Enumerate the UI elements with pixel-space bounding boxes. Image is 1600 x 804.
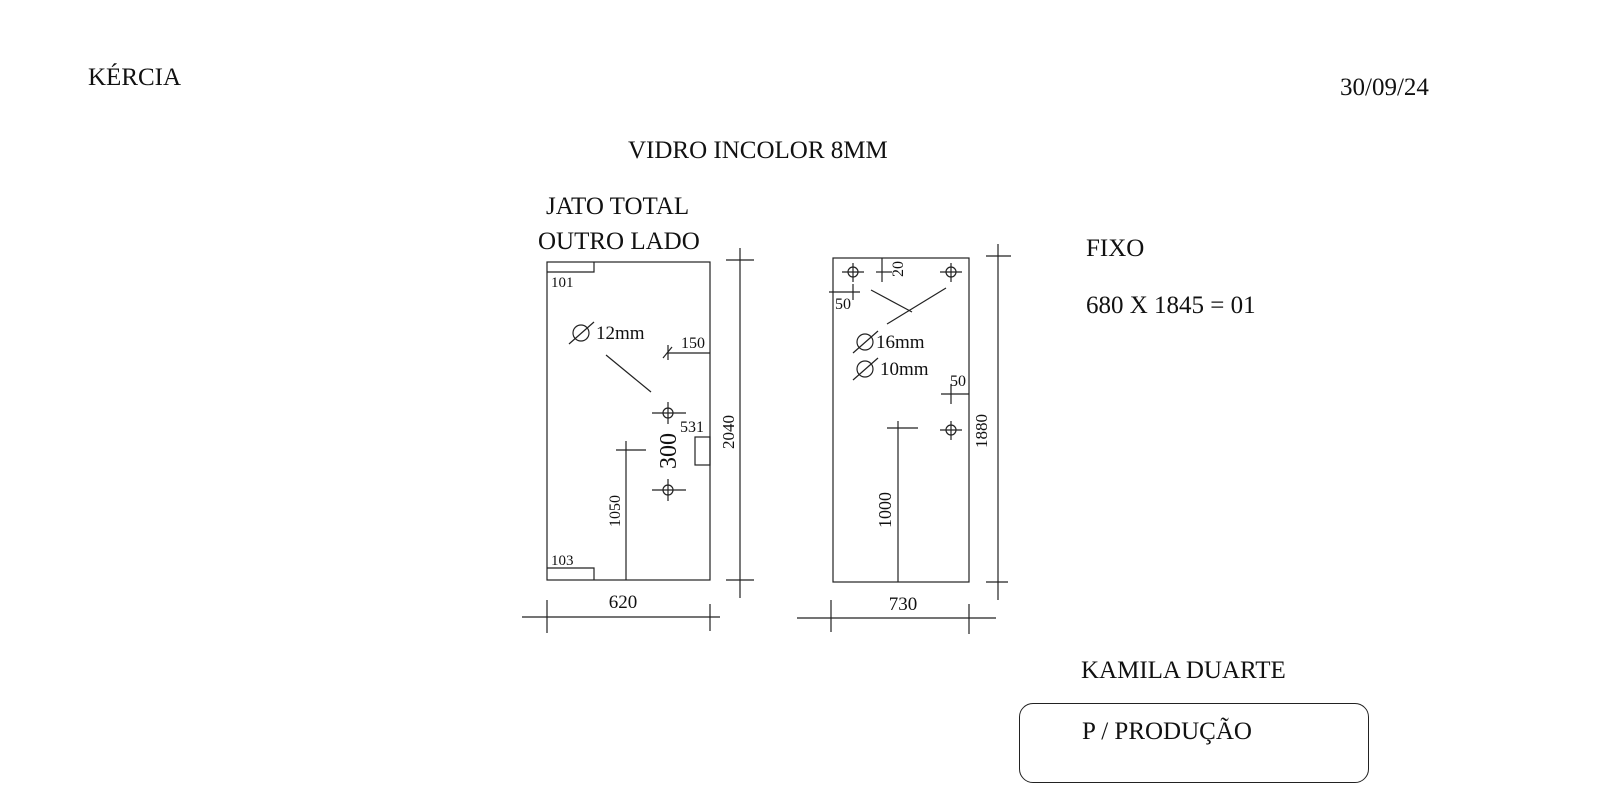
hole-marker (842, 263, 864, 282)
diameter-icon (568, 321, 595, 345)
hinge-bottom-notch (547, 567, 595, 580)
leader-line (870, 289, 913, 313)
fixed-hole-diameter-a: 16mm (876, 332, 925, 353)
hole-marker (940, 263, 962, 282)
leader-line (886, 287, 947, 325)
hinge-top-notch (547, 262, 595, 273)
client-name: KÉRCIA (88, 64, 182, 91)
handle-notch (694, 436, 711, 466)
hinge-top-label: 101 (551, 275, 574, 291)
door-outline (546, 261, 711, 581)
hole-marker (940, 421, 962, 440)
production-stamp: P / PRODUÇÃO (1019, 703, 1369, 783)
fixed-edge-offset: 50 (950, 373, 966, 390)
panel-label: FIXO (1086, 235, 1145, 262)
hinge-bottom-label: 103 (551, 553, 574, 569)
door-height-label: 2040 (719, 415, 738, 449)
date: 30/09/24 (1340, 74, 1429, 101)
finish-line-1: JATO TOTAL (546, 193, 690, 220)
fixed-side-offset: 50 (835, 296, 851, 313)
fixed-panel: 20 50 16mm 10mm 50 1000 (797, 244, 1011, 634)
panel-spec: 680 X 1845 = 01 (1086, 292, 1256, 319)
hole-marker (652, 479, 686, 501)
fixed-top-offset: 20 (890, 261, 907, 277)
fixed-hole-diameter-b: 10mm (880, 359, 929, 380)
fixed-width-label: 730 (889, 594, 918, 615)
fixed-outline (832, 257, 970, 583)
door-width-label: 620 (609, 592, 638, 613)
fixed-mark-height: 1000 (875, 492, 895, 528)
stamp-label: P / PRODUÇÃO (1082, 718, 1252, 745)
door-handle-height: 531 (680, 419, 704, 436)
diameter-icon (852, 330, 879, 354)
door-hole-diameter: 12mm (596, 323, 645, 344)
person-name: KAMILA DUARTE (1081, 657, 1286, 684)
door-panel: 101 103 12mm 150 300 531 (522, 248, 754, 633)
hole-marker (652, 402, 686, 424)
fixed-height-label: 1880 (972, 414, 991, 448)
material-title: VIDRO INCOLOR 8MM (628, 137, 888, 164)
door-offset-label: 150 (681, 335, 705, 352)
door-handle-floor: 1050 (607, 495, 624, 527)
diameter-icon (852, 357, 879, 381)
finish-line-2: OUTRO LADO (538, 228, 700, 255)
leader-line (605, 354, 652, 393)
door-hole-spacing: 300 (656, 433, 682, 469)
